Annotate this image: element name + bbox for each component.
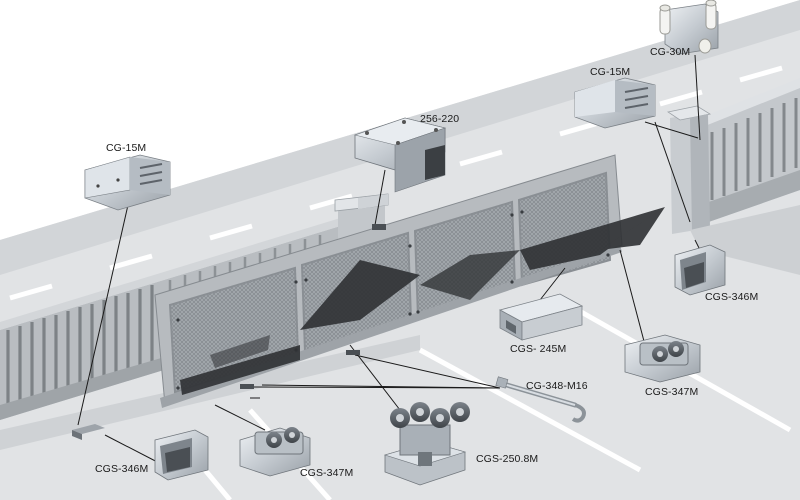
label-cgs250: CGS-250.8M	[476, 453, 539, 465]
label-cg30: CG-30M	[650, 46, 691, 58]
cg30-part	[659, 0, 719, 55]
label-cgs347-left: CGS-347M	[300, 467, 354, 479]
cgs347-right-part	[624, 334, 701, 383]
label-cgs347-right: CGS-347M	[645, 386, 699, 398]
cg15-left-part	[84, 154, 171, 211]
lane-markings	[9, 65, 783, 301]
ground-clip	[72, 424, 105, 440]
label-cgs346-left: CGS-346M	[95, 463, 149, 475]
right-fence	[700, 78, 800, 225]
cgs347-left-part	[239, 427, 311, 477]
gate-bottom-fittings	[240, 224, 386, 389]
cgs346-left-part	[154, 429, 209, 481]
cgs346-right-part	[674, 244, 726, 296]
label-cg348: CG-348-M16	[526, 380, 588, 392]
label-cgs346-right: CGS-346M	[705, 291, 759, 303]
cg15-right-part	[574, 77, 656, 129]
driveway-slab	[690, 205, 800, 275]
label-cg15-right: CG-15M	[590, 66, 631, 78]
cgs250-carriage-part	[383, 402, 470, 486]
plate-256-220-part	[353, 117, 447, 193]
label-256-220: 256-220	[420, 113, 460, 125]
label-cgs245: CGS- 245M	[510, 343, 567, 355]
right-pillar	[666, 105, 712, 234]
cg348-bolt-part	[495, 376, 586, 423]
gate-shadow	[180, 207, 665, 395]
leader-lines	[77, 54, 701, 467]
label-cg15-left: CG-15M	[106, 142, 147, 154]
sidewalk	[0, 335, 420, 450]
cgs245-rail-part	[498, 293, 584, 341]
